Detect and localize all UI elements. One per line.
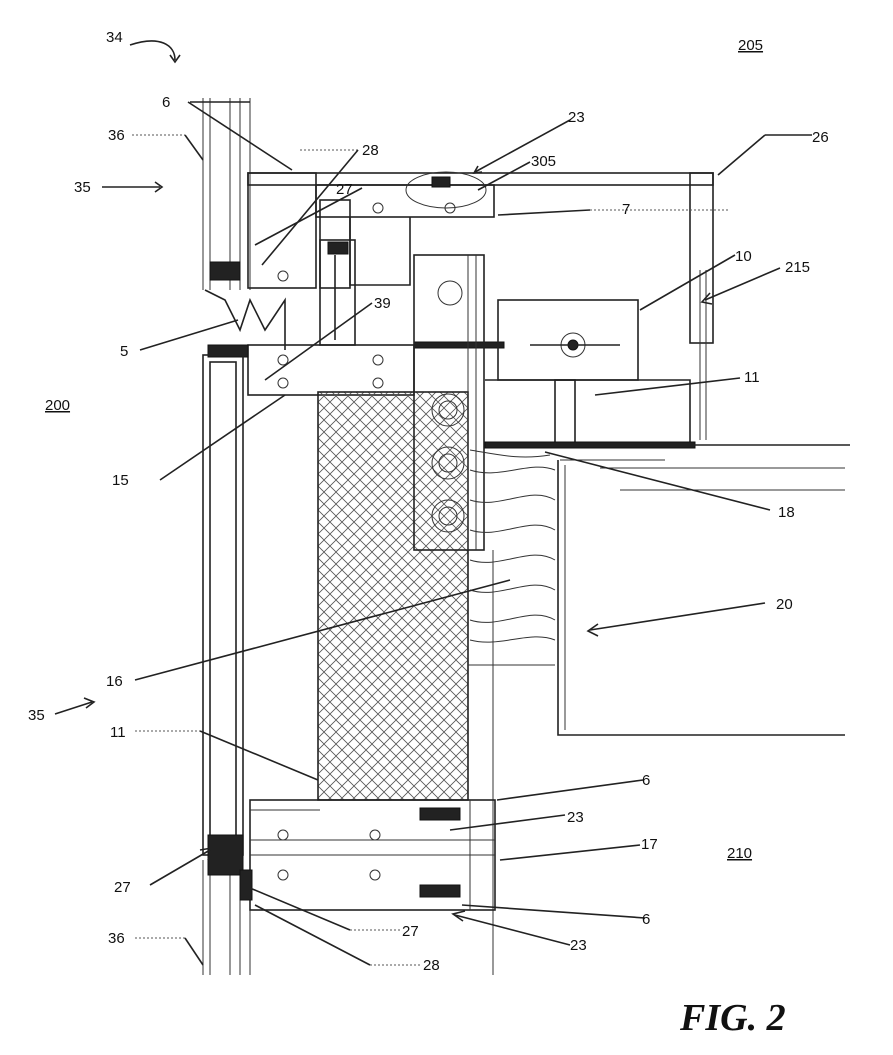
label-215: 215	[785, 259, 810, 276]
spandrel-glass-unit	[203, 355, 243, 875]
region-200-label: 200	[45, 397, 70, 414]
label-18: 18	[778, 504, 795, 521]
label-28-top: 28	[362, 142, 379, 159]
label-23-top: 23	[568, 109, 585, 126]
label-11-left: 11	[110, 724, 126, 741]
lower-frame-profile	[240, 800, 495, 910]
floor-slab	[555, 445, 850, 735]
label-26: 26	[812, 129, 829, 146]
label-6-bottom: 6	[642, 911, 650, 928]
label-5: 5	[120, 343, 128, 360]
label-20: 20	[776, 596, 793, 613]
label-39: 39	[374, 295, 391, 312]
label-36-top: 36	[108, 127, 125, 144]
label-34: 34	[106, 29, 123, 46]
label-6-top: 6	[162, 94, 170, 111]
hook-bracket	[485, 300, 695, 448]
insulation-block	[318, 392, 468, 800]
label-6-mid: 6	[642, 772, 650, 789]
figure-title: FIG. 2	[679, 997, 786, 1039]
firestop-insulation	[468, 450, 555, 665]
label-35-bottom: 35	[28, 707, 45, 724]
label-305: 305	[531, 153, 556, 170]
region-205-label: 205	[738, 37, 763, 54]
label-28-bottom: 28	[423, 957, 440, 974]
label-11-right: 11	[744, 369, 760, 386]
intermediate-transom	[208, 342, 504, 395]
label-27-top: 27	[336, 181, 353, 198]
label-27-left: 27	[114, 879, 131, 896]
label-23-bottom: 23	[570, 937, 587, 954]
label-36-bottom: 36	[108, 930, 125, 947]
label-35-top: 35	[74, 179, 91, 196]
label-16: 16	[106, 673, 123, 690]
flexible-seal	[205, 290, 285, 350]
label-7: 7	[622, 201, 630, 218]
region-210-label: 210	[727, 845, 752, 862]
label-15: 15	[112, 472, 129, 489]
label-27-bottom: 27	[402, 923, 419, 940]
label-10: 10	[735, 248, 752, 265]
label-23-mid: 23	[567, 809, 584, 826]
label-17: 17	[641, 836, 658, 853]
